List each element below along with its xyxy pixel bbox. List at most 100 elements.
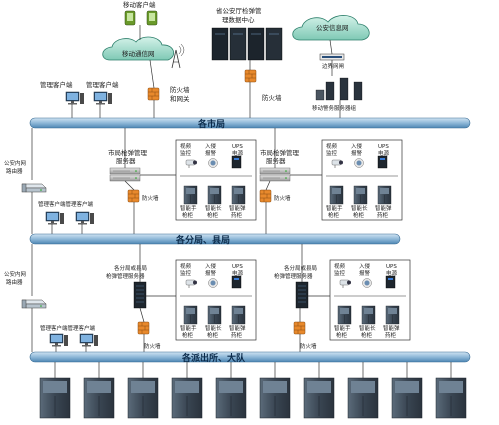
cab-video-label: 监控 — [180, 149, 192, 157]
cab-ammo-label: 智能弹 — [229, 204, 246, 212]
cab-ammo-label: 药柜 — [385, 331, 397, 339]
city-firewall-left-label: 防火墙 — [142, 194, 159, 202]
station-cabinet — [171, 362, 203, 419]
station-cabinet — [303, 362, 335, 419]
station-cabinet — [259, 362, 291, 419]
cab-long-gun-label: 枪柜 — [361, 331, 373, 339]
city-mgmt-client-label: 管理客户端管理客户端 — [38, 200, 94, 208]
cab-intrusion-label: 报警 — [205, 149, 217, 157]
cab-video-label: 视频 — [180, 142, 192, 150]
bus-station — [29, 351, 471, 363]
cab-video-label: 视频 — [180, 262, 192, 270]
firewall-gateway-label-2: 和网关 — [170, 94, 190, 103]
station-cabinet — [127, 362, 159, 419]
branch-router-label-2: 路由器 — [6, 278, 23, 286]
cab-ups-label: 电源 — [386, 269, 398, 277]
branch-server-right-label-1: 各分局或县局 — [284, 264, 317, 272]
branch-server-right-label-2: 枪弹管理服务器 — [274, 272, 313, 280]
cab-intrusion-label: 报警 — [359, 269, 371, 277]
cab-gun-label: 枪柜 — [182, 331, 194, 339]
city-router-label-1: 公安内网 — [4, 159, 27, 167]
cab-gun-label: 智能手 — [180, 324, 197, 332]
city-cabinet-group-right — [321, 139, 403, 221]
cab-long-gun-label: 枪柜 — [207, 331, 219, 339]
cab-video-label: 监控 — [326, 149, 338, 157]
bus-branch-label: 各分局、县局 — [175, 234, 230, 246]
branch-server-left-label-2: 枪弹管理服务器 — [106, 272, 145, 280]
cab-long-gun-label: 智能长 — [359, 324, 376, 332]
cab-gun-label: 智能手 — [326, 204, 343, 212]
branch-firewall-right-label: 防火墙 — [300, 342, 317, 350]
cab-ups-label: UPS — [232, 144, 243, 150]
branch-router-icon — [21, 299, 47, 309]
pc-icon — [75, 211, 95, 225]
mobile-network-cloud — [102, 36, 175, 61]
city-server-right-label-2: 服务器 — [266, 156, 286, 165]
branch-server-right-icon — [295, 281, 309, 309]
city-firewall-right-icon — [259, 189, 272, 203]
city-cabinet-group-left — [175, 139, 257, 221]
city-router-icon — [21, 183, 47, 193]
police-network-cloud — [292, 15, 370, 41]
cab-ups-label: 电源 — [232, 269, 244, 277]
branch-server-left-label-1: 各分局或县局 — [114, 264, 147, 272]
cab-long-gun-label: 智能长 — [205, 324, 222, 332]
branch-cabinet-group-left — [175, 259, 257, 341]
city-firewall-left-icon — [127, 189, 140, 203]
station-cabinet — [83, 362, 115, 419]
firewall-center-label: 防火墙 — [262, 93, 282, 102]
pc-icon — [49, 333, 69, 347]
branch-cabinet-group-right — [329, 259, 411, 341]
cab-long-gun-label: 枪柜 — [353, 211, 365, 219]
cab-ammo-label: 药柜 — [231, 211, 243, 219]
cab-intrusion-label: 入侵 — [205, 142, 217, 150]
pc-icon — [65, 91, 85, 105]
cab-gun-label: 枪柜 — [328, 211, 340, 219]
firewall-center-icon — [244, 69, 257, 83]
mobile-client-icon — [124, 10, 158, 26]
top-mgmt-client-label-2: 管理客户端 — [86, 80, 119, 89]
cab-intrusion-label: 入侵 — [351, 142, 363, 150]
city-connectors — [31, 128, 322, 234]
provincial-data-center-icon — [211, 27, 283, 61]
top-mgmt-client-label-1: 管理客户端 — [40, 80, 73, 89]
cab-video-label: 视频 — [326, 142, 338, 150]
branch-mgmt-client-label: 管理客户端管理客户端 — [40, 324, 96, 332]
cab-intrusion-label: 报警 — [351, 149, 363, 157]
pc-icon — [79, 333, 99, 347]
station-cabinet — [347, 362, 379, 419]
branch-firewall-left-icon — [137, 321, 150, 335]
mobile-server-group-icon — [315, 77, 363, 101]
cab-gun-label: 枪柜 — [182, 211, 194, 219]
cab-long-gun-label: 枪柜 — [207, 211, 219, 219]
bus-station-label: 各派出所、大队 — [181, 352, 246, 364]
cab-intrusion-label: 报警 — [205, 269, 217, 277]
station-cabinet-row — [39, 362, 467, 419]
branch-server-left-icon — [133, 281, 147, 309]
cab-ammo-label: 智能弹 — [229, 324, 246, 332]
isolation-gateway-label: 边界网闸 — [322, 62, 344, 70]
cab-video-label: 监控 — [180, 269, 192, 277]
bus-city-label: 各市局 — [197, 118, 225, 130]
cab-intrusion-label: 入侵 — [205, 262, 217, 270]
branch-connectors — [31, 244, 330, 352]
cab-long-gun-label: 智能长 — [351, 204, 368, 212]
city-server-right-icon — [259, 167, 291, 182]
cab-ammo-label: 智能弹 — [375, 204, 392, 212]
station-cabinet — [391, 362, 423, 419]
city-server-left-icon — [109, 167, 141, 182]
bus-city — [29, 117, 471, 129]
cab-ammo-label: 智能弹 — [383, 324, 400, 332]
branch-firewall-right-icon — [293, 321, 306, 335]
branch-firewall-left-label: 防火墙 — [144, 342, 161, 350]
firewall-gateway-icon — [147, 87, 160, 101]
cab-intrusion-label: 入侵 — [359, 262, 371, 270]
mobile-server-label: 移动警务服务器组 — [312, 104, 357, 112]
cab-gun-label: 枪柜 — [336, 331, 348, 339]
cab-ups-label: UPS — [386, 264, 397, 270]
cab-gun-label: 智能手 — [180, 204, 197, 212]
city-server-left-label-2: 服务器 — [116, 156, 136, 165]
cab-video-label: 视频 — [334, 262, 346, 270]
isolation-gateway-icon — [319, 53, 345, 61]
